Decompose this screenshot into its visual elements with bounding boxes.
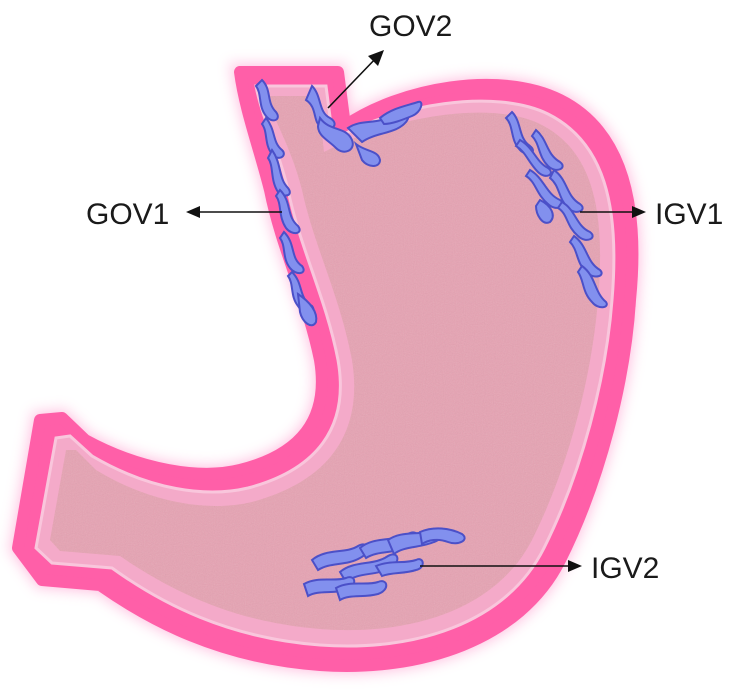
arrow-left-icon (186, 206, 200, 218)
label-gov1: GOV1 (86, 198, 169, 231)
label-igv2: IGV2 (591, 552, 659, 585)
label-igv1: IGV1 (655, 198, 723, 231)
arrow-right-icon (568, 560, 582, 572)
label-gov2: GOV2 (369, 10, 452, 43)
